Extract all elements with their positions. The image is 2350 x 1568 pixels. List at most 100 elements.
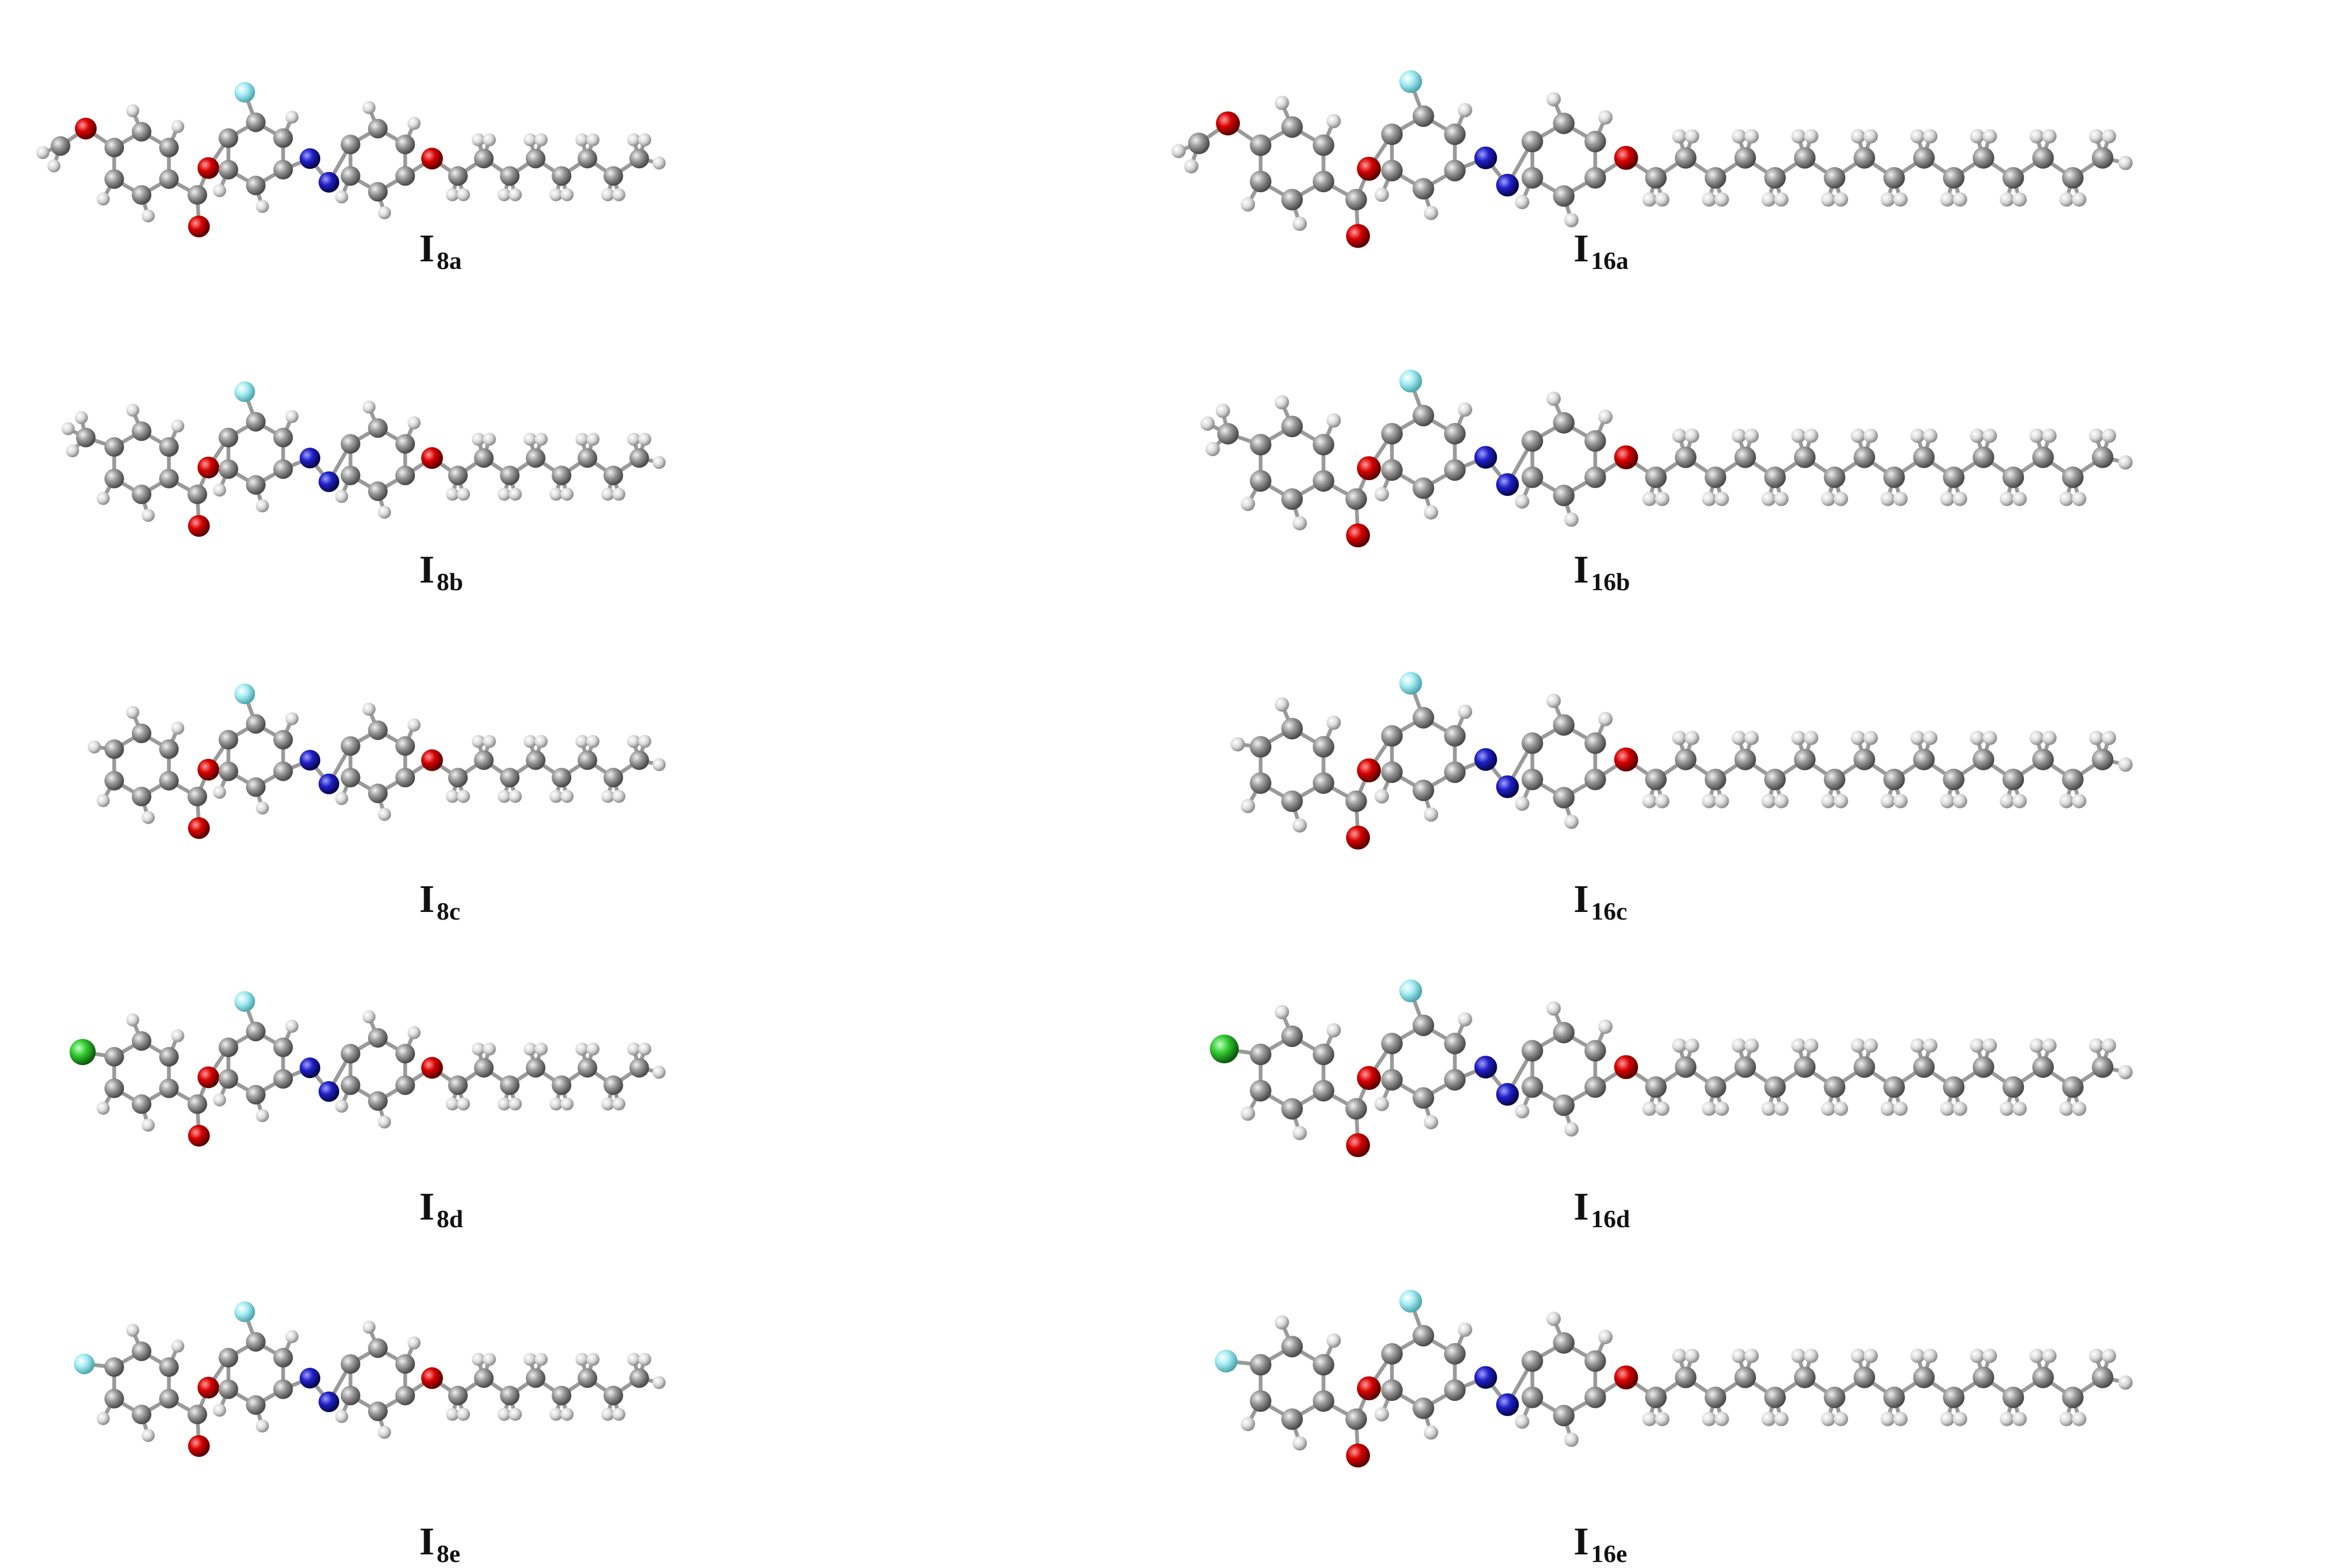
hydrogen-atom [1546, 391, 1561, 406]
carbon-atom [218, 761, 238, 781]
carbon-atom [1521, 167, 1544, 189]
hydrogen-atom [652, 758, 666, 771]
carbon-atom [395, 1075, 415, 1095]
molecule-I16d [1210, 979, 2133, 1157]
carbon-atom [1381, 160, 1403, 182]
hydrogen-atom [75, 411, 88, 425]
hydrogen-atom [652, 456, 666, 469]
carbon-atom [1704, 167, 1727, 189]
carbon-atom [525, 448, 546, 468]
atoms [1171, 70, 2133, 248]
carbon-atom [577, 149, 597, 169]
carbon-atom [448, 768, 468, 788]
bonds [92, 692, 662, 830]
carbon-atom [1764, 1386, 1786, 1408]
hydrogen-atom [2118, 455, 2133, 470]
carbon-atom [1973, 446, 1994, 468]
hydrogen-atom [1672, 1038, 1687, 1053]
hydrogen-atom [1821, 1412, 1835, 1426]
hydrogen-atom [1791, 1038, 1806, 1053]
carbon-atom [1913, 1367, 1935, 1388]
carbon-atom [132, 185, 151, 205]
hydrogen-atom [1940, 1101, 1955, 1116]
carbon-atom [1973, 1056, 1994, 1078]
oxygen-atom [421, 1057, 443, 1079]
hydrogen-atom [1774, 492, 1789, 506]
hydrogen-atom [1275, 697, 1289, 712]
oxygen-atom [1216, 111, 1240, 136]
carbon-atom [1345, 790, 1367, 812]
carbon-atom [1764, 466, 1786, 488]
hydrogen-atom [1374, 1407, 1389, 1422]
carbon-atom [577, 750, 597, 770]
hydrogen-atom [1880, 192, 1895, 207]
hydrogen-atom [1999, 492, 2015, 506]
atoms [36, 82, 666, 237]
hydrogen-atom [1515, 1104, 1529, 1119]
carbon-atom [1823, 1076, 1846, 1098]
carbon-atom [1250, 772, 1272, 794]
carbon-atom [218, 730, 238, 750]
nitrogen-atom [1496, 775, 1519, 798]
nitrogen-atom [1496, 473, 1519, 496]
hydrogen-atom [1292, 516, 1307, 531]
hydrogen-atom [2118, 1065, 2133, 1080]
carbon-atom [1584, 1350, 1606, 1372]
carbon-atom [1381, 725, 1403, 747]
oxygen-atom [188, 817, 210, 839]
hydrogen-atom [575, 432, 589, 446]
bonds [66, 390, 662, 528]
compound-label-main: I [1574, 226, 1589, 270]
hydrogen-atom [285, 410, 299, 424]
hydrogen-atom [612, 188, 626, 201]
compound-label-I16a: I16a [1574, 226, 1629, 275]
nitrogen-atom [1496, 1393, 1519, 1416]
hydrogen-atom [1655, 192, 1670, 207]
hydrogen-atom [472, 734, 485, 748]
carbon-atom [552, 465, 572, 486]
carbon-atom [132, 1094, 151, 1114]
hydrogen-atom [142, 1118, 155, 1132]
carbon-atom [1584, 732, 1606, 754]
hydrogen-atom [1953, 1101, 1968, 1116]
hydrogen-atom [509, 487, 522, 501]
hydrogen-atom [2072, 1101, 2086, 1116]
hydrogen-atom [601, 1407, 615, 1421]
carbon-atom [218, 459, 238, 479]
hydrogen-atom [1205, 442, 1220, 456]
carbon-atom [273, 160, 293, 180]
carbon-atom [1823, 1386, 1846, 1408]
carbon-atom [2002, 466, 2024, 488]
carbon-atom [104, 469, 124, 488]
hydrogen-atom [549, 1407, 563, 1421]
carbon-atom [340, 768, 360, 788]
hydrogen-atom [1851, 1349, 1865, 1363]
hydrogen-atom [1791, 1349, 1806, 1363]
carbon-atom [1521, 466, 1544, 488]
hydrogen-atom [498, 188, 511, 201]
hydrogen-atom [1374, 187, 1389, 202]
carbon-atom [246, 1395, 266, 1415]
hydrogen-atom [575, 133, 589, 146]
hydrogen-atom [1672, 1349, 1687, 1363]
nitrogen-atom [1474, 146, 1497, 169]
carbon-atom [1913, 749, 1935, 770]
carbon-atom [104, 437, 124, 457]
carbon-atom [1584, 167, 1606, 189]
hydrogen-atom [457, 789, 470, 803]
hydrogen-atom [2042, 731, 2057, 745]
hydrogen-atom [445, 1097, 459, 1111]
hydrogen-atom [509, 1097, 522, 1111]
hydrogen-atom [1546, 92, 1561, 107]
hydrogen-atom [1655, 794, 1670, 808]
carbon-atom [1521, 768, 1544, 791]
carbon-atom [2091, 147, 2114, 169]
hydrogen-atom [1863, 1038, 1878, 1053]
hydrogen-atom [213, 184, 227, 198]
carbon-atom [187, 485, 207, 504]
carbon-atom [1521, 1386, 1544, 1408]
carbon-atom [1553, 1094, 1575, 1116]
hydrogen-atom [1923, 428, 1938, 443]
hydrogen-atom [1923, 1349, 1938, 1363]
hydrogen-atom [1598, 409, 1613, 424]
